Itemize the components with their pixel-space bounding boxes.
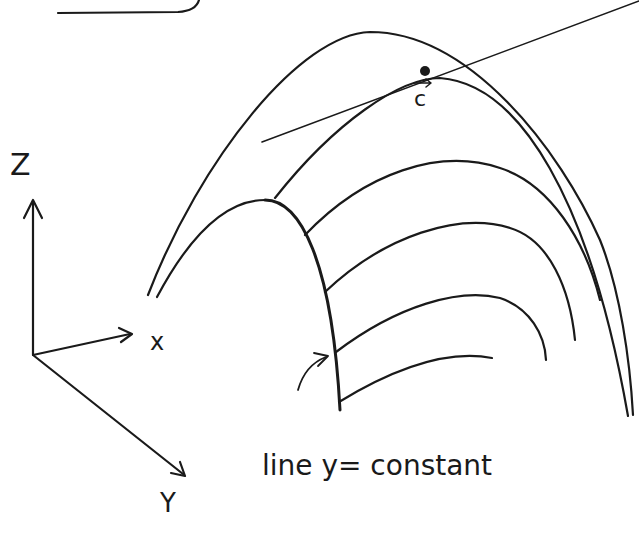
axis-arrowhead xyxy=(171,462,185,476)
axis-label: Z xyxy=(10,150,31,180)
callout-label: line y= constant xyxy=(262,452,492,480)
y-constant-curve xyxy=(265,200,340,410)
surface-edge xyxy=(157,200,265,297)
axis-arrowhead xyxy=(119,328,132,342)
axis-label: Y xyxy=(160,490,176,516)
leader-arrowhead xyxy=(314,353,328,366)
x-axis xyxy=(33,334,130,355)
y-axis xyxy=(33,355,183,474)
axis-label: x xyxy=(150,330,164,354)
axis-arrowhead xyxy=(24,200,42,218)
surface-contour xyxy=(275,78,628,416)
point-label: c xyxy=(414,88,426,110)
vector-arrow xyxy=(414,79,431,87)
surface-contour xyxy=(325,223,575,340)
surface-contour xyxy=(305,161,600,300)
point-c xyxy=(420,66,430,76)
surface-contour xyxy=(339,356,492,402)
bracket-fragment xyxy=(58,0,199,13)
tangent-line xyxy=(262,1,639,142)
z-axis xyxy=(32,203,34,355)
surface-contour xyxy=(336,295,546,360)
surface-edge xyxy=(148,32,633,415)
